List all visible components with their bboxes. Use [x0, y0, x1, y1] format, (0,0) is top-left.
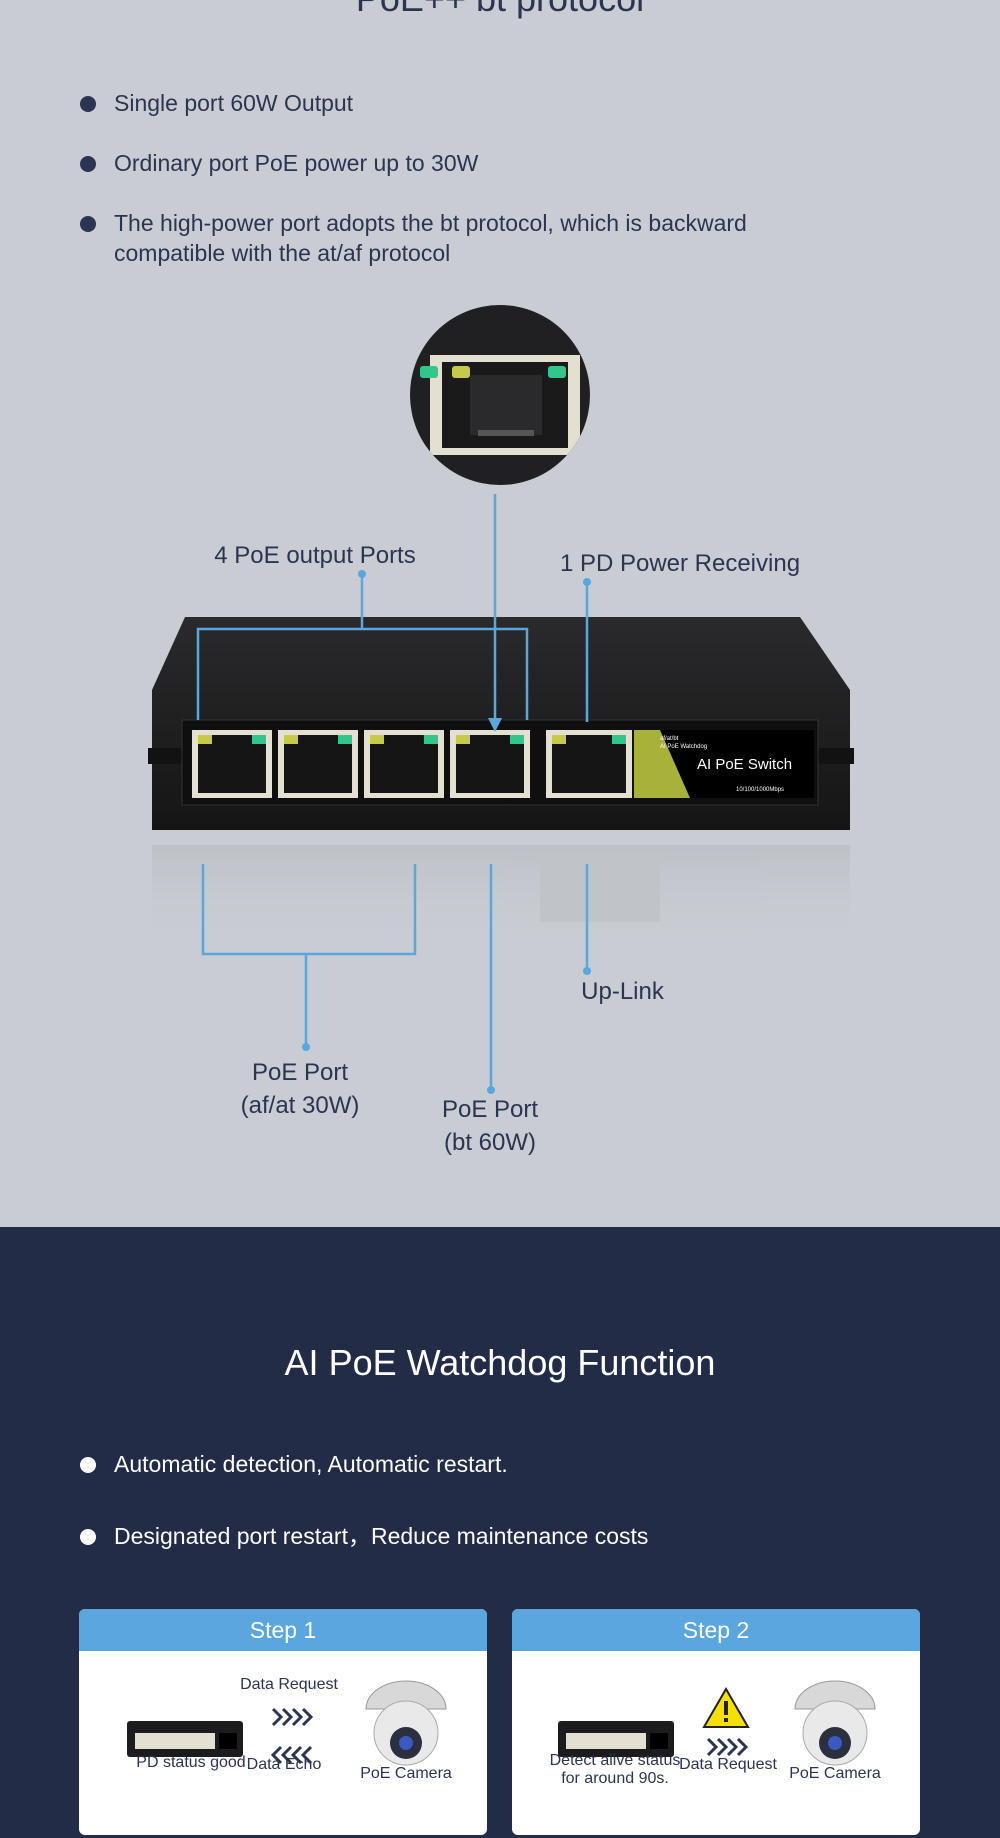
port-zoom-circle	[410, 305, 590, 485]
camera-icon	[365, 1680, 447, 1766]
label-uplink: Up-Link	[581, 978, 664, 1005]
bullet-item: Ordinary port PoE power up to 30W	[78, 148, 814, 178]
step-1-illustration	[127, 1680, 447, 1766]
arrows-left-icon	[270, 1745, 313, 1765]
camera-label: PoE Camera	[360, 1765, 452, 1782]
device-label-panel: af/at/bt AI PoE Watchdog AI PoE Switch 1…	[634, 730, 814, 798]
bullet-dot-icon	[80, 156, 96, 172]
pd-status-label: PD status good	[136, 1754, 246, 1771]
bullet-item: The high-power port adopts the bt protoc…	[78, 208, 814, 268]
arrows-right-icon	[271, 1707, 314, 1727]
bullet-item: Single port 60W Output	[78, 88, 814, 118]
label-pd-receiving: 1 PD Power Receiving	[559, 550, 801, 577]
device-small-text: af/at/bt	[660, 736, 679, 742]
section-title: PoE++ bt protocol	[0, 0, 1000, 20]
poe-output-ports	[192, 730, 530, 798]
data-request-label: Data Request	[240, 1676, 338, 1693]
callout-lines	[196, 494, 591, 1094]
bullet-item: Automatic detection, Automatic restart.	[78, 1449, 914, 1479]
data-echo-label: Data Echo	[246, 1756, 322, 1773]
watchdog-title: AI PoE Watchdog Function	[284, 1342, 716, 1383]
camera-label: PoE Camera	[789, 1765, 881, 1782]
camera-icon	[794, 1680, 876, 1766]
bullet-dot-icon	[80, 216, 96, 232]
uplink-port	[546, 730, 632, 798]
step-card-2: Step 2 Detect alive status for around 90…	[512, 1609, 920, 1835]
protocol-bullet-list: Single port 60W Output Ordinary port PoE…	[78, 88, 814, 298]
label-output-ports: 4 PoE output Ports	[214, 542, 416, 569]
label-port-30w: PoE Port (af/at 30W)	[240, 1059, 360, 1119]
switch-icon	[558, 1721, 674, 1757]
poe-protocol-section: PoE++ bt protocol Single port 60W Output…	[0, 0, 1000, 1156]
device-small-text: AI PoE Watchdog	[660, 744, 707, 750]
step-2-illustration	[558, 1680, 876, 1766]
label-port-60w: PoE Port (bt 60W)	[441, 1096, 539, 1156]
watchdog-bullet-list: Automatic detection, Automatic restart. …	[78, 1449, 914, 1593]
detect-status-label: Detect alive status for around 90s.	[549, 1752, 681, 1787]
step-card-1: Step 1 Data Request PD status good Data …	[79, 1609, 487, 1835]
bullet-dot-icon	[80, 96, 96, 112]
device-speed: 10/100/1000Mbps	[736, 787, 784, 793]
step-title: Step 1	[79, 1609, 487, 1651]
poe-switch-device: af/at/bt AI PoE Watchdog AI PoE Switch 1…	[148, 617, 854, 830]
step-title: Step 2	[512, 1609, 920, 1651]
data-request-label: Data Request	[679, 1756, 777, 1773]
bullet-dot-icon	[80, 1529, 96, 1545]
switch-diagram: af/at/bt AI PoE Watchdog AI PoE Switch 1…	[148, 305, 854, 1094]
warning-icon	[702, 1687, 750, 1728]
bullet-item: Designated port restart，Reduce maintenan…	[78, 1521, 914, 1551]
device-name: AI PoE Switch	[697, 756, 792, 773]
bullet-dot-icon	[80, 1457, 96, 1473]
switch-reflection	[152, 845, 850, 945]
arrows-right-icon	[706, 1737, 749, 1757]
switch-icon	[127, 1721, 243, 1757]
